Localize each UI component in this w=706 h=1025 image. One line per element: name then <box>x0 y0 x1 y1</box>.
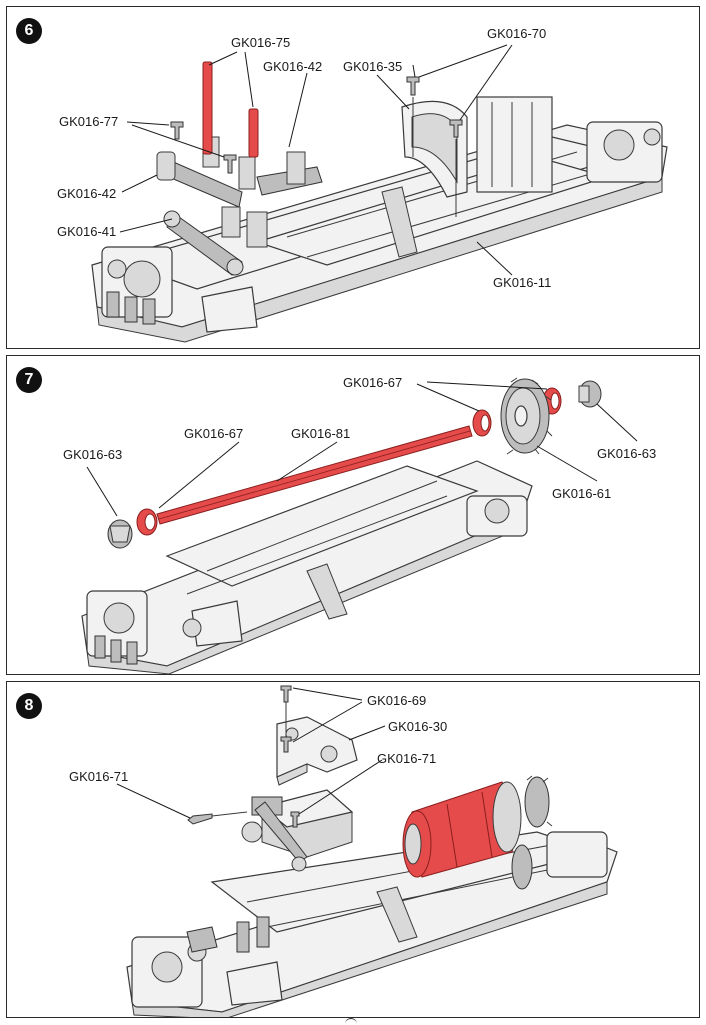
steering-arm-assembly <box>156 136 323 276</box>
spur-gear <box>500 377 553 455</box>
part-label-gk016-30: GK016-30 <box>388 719 447 734</box>
red-post-pins <box>202 61 259 158</box>
step-6-panel: 6 <box>6 6 700 349</box>
step-7-panel: 7 <box>6 355 700 675</box>
chassis-part <box>81 460 533 674</box>
part-label-gk016-11: GK016-11 <box>493 275 551 290</box>
step-8-panel: 8 <box>6 681 700 1018</box>
step-6-illustration: GK016-75 GK016-42 GK016-35 GK016-70 GK01… <box>57 26 668 343</box>
part-label-gk016-71: GK016-71 <box>69 769 128 784</box>
step-number-badge: 8 <box>16 693 42 719</box>
part-label-gk016-63: GK016-63 <box>597 446 656 461</box>
motor-gears <box>511 775 553 890</box>
chassis-part <box>126 831 618 1017</box>
electric-motor <box>402 781 522 878</box>
part-label-gk016-81: GK016-81 <box>291 426 350 441</box>
leader-lines <box>86 381 638 517</box>
part-label-gk016-67: GK016-67 <box>343 375 402 390</box>
drive-shaft <box>156 425 473 525</box>
part-label-gk016-70: GK016-70 <box>487 26 546 41</box>
part-label-gk016-42: GK016-42 <box>57 186 116 201</box>
screw-parts <box>170 76 463 217</box>
leader-lines <box>119 44 513 276</box>
pinion-gears <box>107 380 602 549</box>
part-label-gk016-71: GK016-71 <box>377 751 436 766</box>
part-label-gk016-67: GK016-67 <box>184 426 243 441</box>
page-number-fragment <box>345 1018 357 1025</box>
part-label-gk016-75: GK016-75 <box>231 35 290 50</box>
part-label-gk016-69: GK016-69 <box>367 693 426 708</box>
leader-lines <box>116 687 386 819</box>
part-label-gk016-77: GK016-77 <box>59 114 118 129</box>
part-label-gk016-63: GK016-63 <box>63 447 122 462</box>
chassis-part <box>91 96 668 343</box>
step-number-badge: 6 <box>16 18 42 44</box>
part-label-gk016-41: GK016-41 <box>57 224 116 239</box>
screw-parts <box>187 685 300 828</box>
step-number-badge: 7 <box>16 367 42 393</box>
part-label-gk016-61: GK016-61 <box>552 486 611 501</box>
part-label-gk016-42: GK016-42 <box>263 59 322 74</box>
motor-mount-block <box>241 789 354 872</box>
bracket-gk016-30 <box>276 716 358 786</box>
part-label-gk016-35: GK016-35 <box>343 59 402 74</box>
step-8-illustration: GK016-69 GK016-30 GK016-71 GK016-71 <box>69 685 618 1017</box>
step-7-illustration: GK016-67 GK016-67 GK016-81 GK016-63 GK01… <box>63 375 656 674</box>
